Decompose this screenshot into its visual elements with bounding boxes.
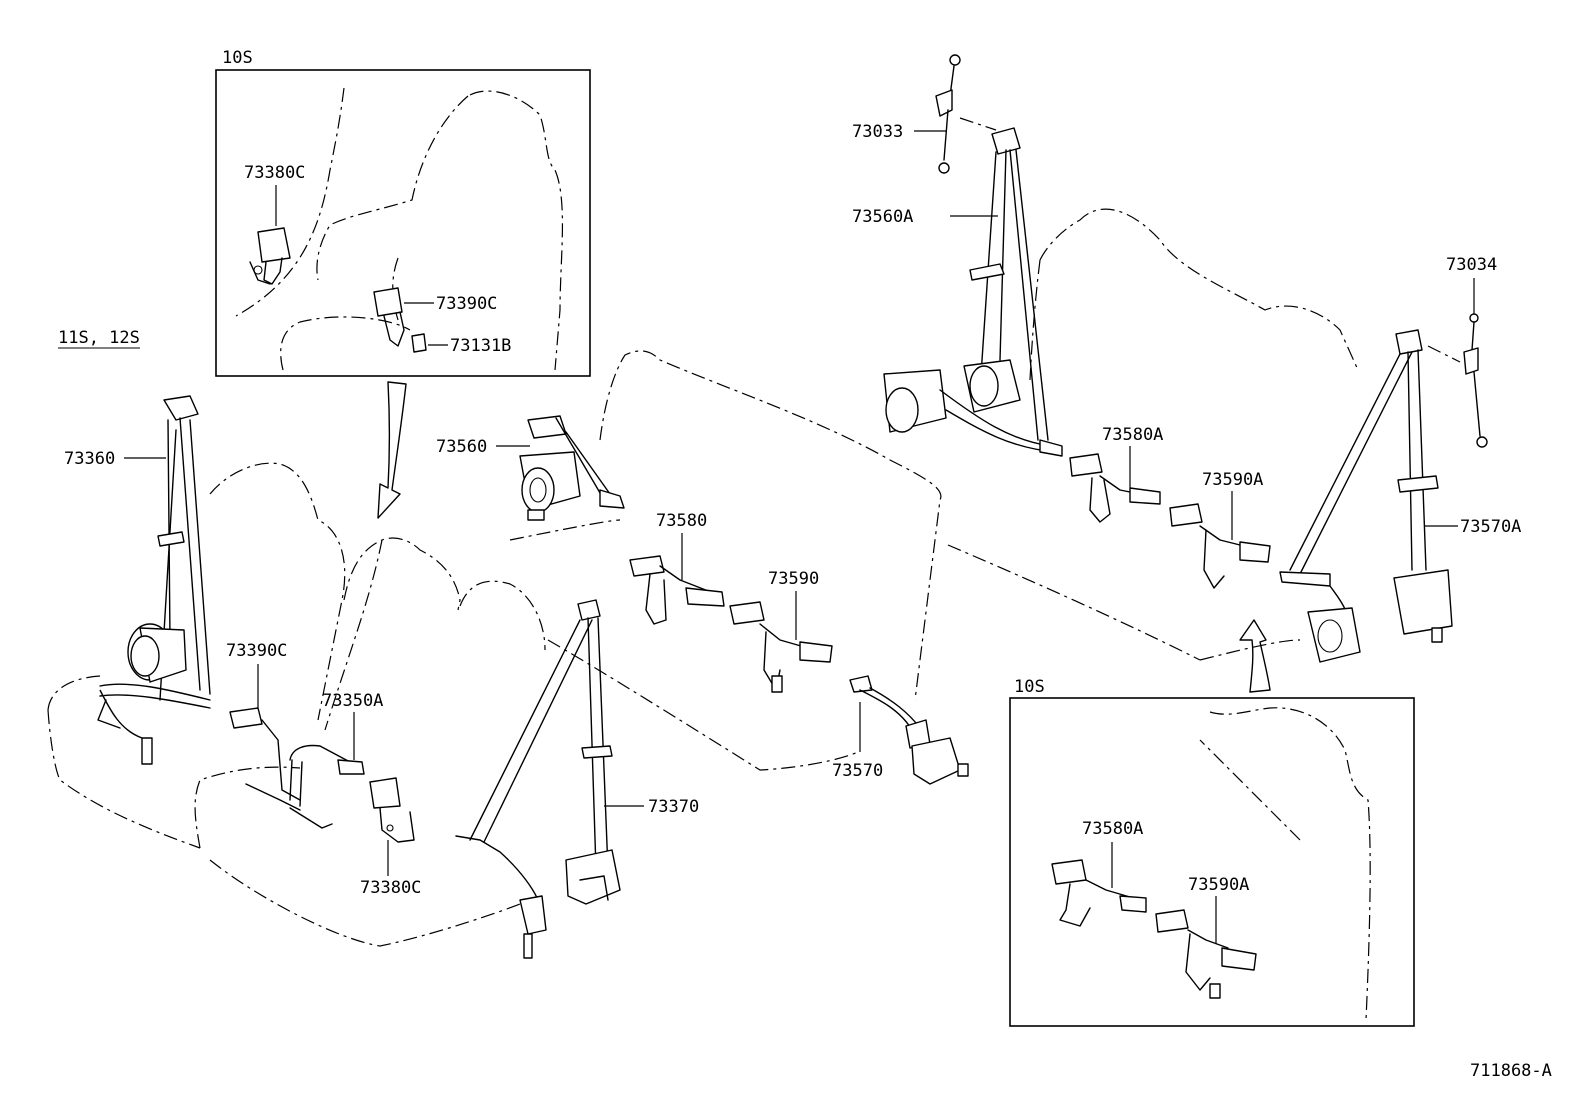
- arrow-inset-to-seat: [377, 381, 407, 519]
- label-73580: 73580: [656, 511, 707, 531]
- main-variant-label: 11S, 12S: [58, 328, 140, 348]
- seat-belt-73570a: [1279, 329, 1453, 663]
- label-73590a-main: 73590A: [1202, 470, 1263, 490]
- inset-variant-label-2: 10S: [1014, 677, 1045, 697]
- buckle-73590: [729, 601, 833, 693]
- retractor-73570: [849, 675, 969, 785]
- inset-10s-bottom-right: 10S 73580A 73590A: [1009, 677, 1415, 1027]
- label-73390c-inset: 73390C: [436, 294, 497, 314]
- arrow-inset-to-rear-seat: [1239, 619, 1271, 693]
- seat-belt-73360: [97, 395, 211, 765]
- front-left-seat-outline: [47, 462, 346, 849]
- inset-variant-label: 10S: [222, 48, 253, 68]
- label-73570: 73570: [832, 761, 883, 781]
- bracket-73131b: [411, 333, 427, 353]
- label-73560a: 73560A: [852, 207, 913, 227]
- label-73380c-inset: 73380C: [244, 163, 305, 183]
- buckle-73390c-main: [229, 707, 301, 811]
- belt-73350a: [289, 744, 365, 829]
- label-73570a: 73570A: [1460, 517, 1521, 537]
- buckle-73590a-main: [1169, 503, 1271, 589]
- buckle-73590a-inset: [1155, 909, 1257, 999]
- label-73360: 73360: [64, 449, 115, 469]
- rear-seat-outline: [947, 208, 1359, 661]
- figure-code: 711868-A: [1470, 1061, 1552, 1081]
- label-73580a-main: 73580A: [1102, 425, 1163, 445]
- label-73590a-inset: 73590A: [1188, 875, 1249, 895]
- label-73560: 73560: [436, 437, 487, 457]
- seat-belt-73370: [455, 599, 621, 959]
- buckle-73380c-main: [369, 777, 415, 843]
- label-73590: 73590: [768, 569, 819, 589]
- label-73350a: 73350A: [322, 691, 383, 711]
- inset-10s-top-left: 10S 73380C 73390C 73131B: [215, 48, 591, 377]
- retractor-73560: [519, 415, 625, 521]
- seat-belt-73560a: [883, 127, 1063, 457]
- buckle-73380c-inset: [249, 227, 291, 285]
- anchor-73034: [1463, 313, 1488, 448]
- buckle-73580a-inset: [1051, 859, 1147, 927]
- buckle-73580a-main: [1069, 453, 1161, 523]
- label-73380c-main: 73380C: [360, 878, 421, 898]
- label-73131b: 73131B: [450, 336, 511, 356]
- buckle-73390c-inset: [373, 287, 405, 347]
- buckle-73580: [629, 555, 725, 625]
- label-73034: 73034: [1446, 255, 1497, 275]
- anchor-73033: [935, 54, 961, 174]
- label-73370: 73370: [648, 797, 699, 817]
- label-73580a-inset: 73580A: [1082, 819, 1143, 839]
- label-73390c-main: 73390C: [226, 641, 287, 661]
- middle-seat-outline: [509, 350, 942, 771]
- label-73033: 73033: [852, 122, 903, 142]
- front-right-seat-outline: [194, 537, 546, 947]
